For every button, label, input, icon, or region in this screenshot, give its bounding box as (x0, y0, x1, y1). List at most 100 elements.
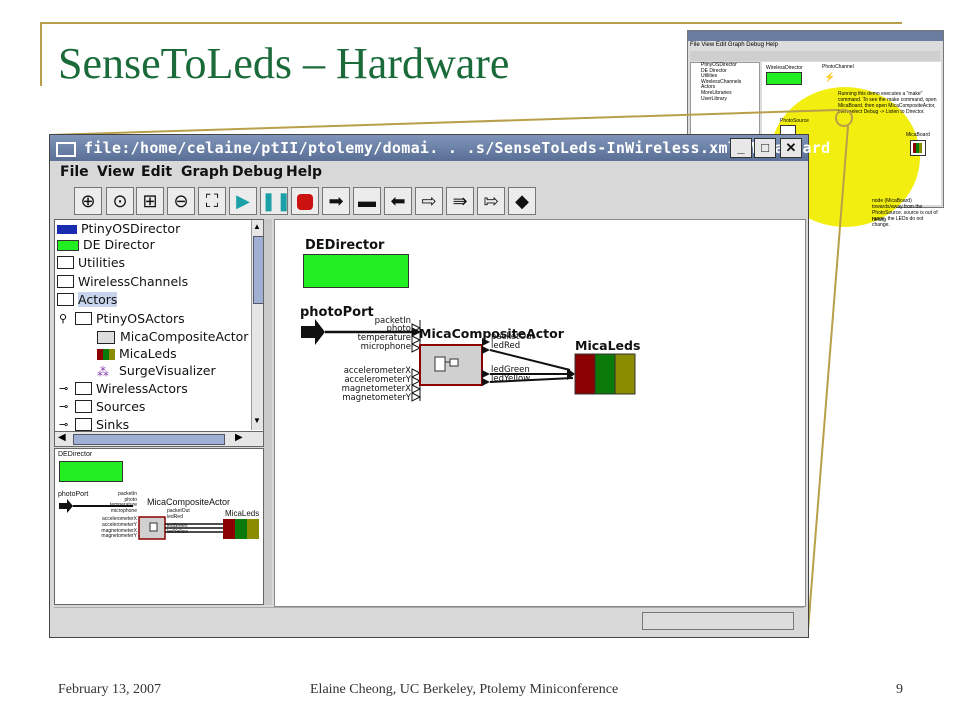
tree-item-label: Sources (96, 399, 146, 414)
thumbnail-titlebar (688, 31, 943, 41)
de-director-icon (57, 240, 79, 251)
run-icon[interactable]: ▶ (229, 187, 257, 215)
menu-view[interactable]: View (97, 164, 135, 180)
overview-port-label: temperature (110, 502, 137, 509)
overview-port-label: accelerometerY (101, 521, 137, 528)
diamond-icon[interactable]: ◆ (508, 187, 536, 215)
overview-port-label: ledYellow (167, 528, 188, 535)
close-button[interactable]: ✕ (780, 138, 802, 158)
scroll-left-icon[interactable]: ◀ (58, 432, 66, 443)
thumbnail-toolbar (690, 51, 940, 61)
overview-input-ports: packetIn photo temperature microphone ac… (99, 491, 137, 540)
minimize-button[interactable]: _ (730, 138, 752, 158)
split-pane-divider[interactable] (264, 219, 272, 605)
full-screen-icon[interactable]: ⛶ (198, 187, 226, 215)
tree-item-label: MicaLeds (119, 346, 177, 361)
zoom-out-icon[interactable]: ⊖ (167, 187, 195, 215)
composite-actor-icon (97, 331, 115, 344)
collapsed-icon[interactable]: ⊸ (59, 419, 69, 431)
thumbnail-channel-label: PhotoChannel (822, 64, 854, 70)
thumbnail-tree-item: DE Director (701, 67, 727, 74)
expanded-icon[interactable]: ⚲ (59, 313, 68, 325)
overview-port-label: microphone (110, 507, 137, 514)
zoom-fit-icon[interactable]: ⊞ (136, 187, 164, 215)
tree-item-sources[interactable]: Sources (75, 399, 145, 414)
zoom-in-icon[interactable]: ⊕ (74, 187, 102, 215)
menu-graph[interactable]: Graph (181, 164, 229, 180)
tree-item-mica-leds[interactable]: MicaLeds (97, 346, 177, 361)
scroll-right-icon[interactable]: ▶ (235, 432, 243, 443)
overview-output-ports: packetOut ledRed ledGreen ledYellow (167, 508, 190, 535)
port-packetin-label: packetIn (374, 316, 411, 326)
scroll-up-icon[interactable]: ▲ (253, 222, 261, 231)
double-hollow-arrow-icon[interactable]: ⇛ (446, 187, 474, 215)
menu-debug[interactable]: Debug (232, 164, 284, 180)
status-field (642, 612, 794, 630)
tree-item-surge-visualizer[interactable]: ⁂SurgeVisualizer (97, 363, 216, 379)
stop-icon[interactable] (291, 187, 319, 215)
port-accelerometerx-label: accelerometerX (343, 366, 411, 376)
port-ledred-label: ledRed (491, 341, 521, 351)
window-title: file:/home/celaine/ptII/ptolemy/domai. .… (84, 139, 831, 157)
tree-item-ptinyos-actors[interactable]: PtinyOSActors (75, 311, 185, 326)
page-number: 9 (896, 682, 903, 697)
overview-port-label: packetIn (118, 491, 137, 497)
thumbnail-director-label: WirelessDirector (766, 65, 803, 71)
leds-icon (97, 349, 115, 360)
maximize-button[interactable]: □ (754, 138, 776, 158)
arrow-fat-icon[interactable]: ⬅ (384, 187, 412, 215)
de-director-block[interactable] (303, 254, 409, 288)
window-titlebar[interactable]: file:/home/celaine/ptII/ptolemy/domai. .… (50, 135, 830, 161)
tree-item-de-director[interactable]: DE Director (57, 237, 155, 252)
flag-icon[interactable]: ▬ (353, 187, 381, 215)
folder-icon (75, 312, 92, 325)
window-icon (56, 142, 76, 157)
collapsed-icon[interactable]: ⊸ (59, 383, 69, 395)
port-temperature-label: temperature (357, 333, 411, 343)
hollow-arrow-icon[interactable]: ⇨ (415, 187, 443, 215)
tree-item-wireless-actors[interactable]: WirelessActors (75, 381, 188, 396)
tree-item-sinks[interactable]: Sinks (75, 417, 129, 432)
scroll-down-icon[interactable]: ▼ (253, 416, 261, 425)
tree-item-ptinyos-director[interactable]: PtinyOSDirector (57, 221, 180, 236)
tree-vertical-scrollbar[interactable]: ▲ ▼ (251, 220, 263, 430)
port-ledgreen-label: ledGreen (491, 365, 530, 375)
port-accelerometery-label: accelerometerY (344, 375, 411, 385)
overview-panel[interactable]: DEDirector photoPort MicaCompositeActor … (54, 448, 264, 605)
overview-photoport-label: photoPort (58, 491, 89, 498)
tree-item-utilities[interactable]: Utilities (57, 255, 125, 270)
tree-item-label: Utilities (78, 255, 126, 270)
folder-icon (57, 293, 74, 306)
graph-canvas[interactable]: DEDirector photoPort (274, 219, 806, 607)
menu-help[interactable]: Help (286, 164, 323, 180)
ptinyos-director-icon (57, 225, 77, 234)
collapsed-icon[interactable]: ⊸ (59, 401, 69, 413)
folder-icon (57, 256, 74, 269)
overview-diagram (59, 499, 259, 540)
tree-item-label: DE Director (83, 237, 155, 252)
scroll-thumb[interactable] (73, 434, 225, 445)
footer-credit: Elaine Cheong, UC Berkeley, Ptolemy Mini… (310, 682, 619, 697)
pause-icon[interactable]: ❚❚ (260, 187, 291, 215)
tree-item-wireless-channels[interactable]: WirelessChannels (57, 274, 188, 289)
tree-item-mica-composite-actor[interactable]: MicaCompositeActor (97, 329, 248, 344)
menu-edit[interactable]: Edit (141, 164, 173, 180)
hollow-arrow-right-icon[interactable]: ⇰ (477, 187, 505, 215)
overview-port-label: ledGreen (167, 523, 188, 530)
tree-item-label: Sinks (96, 417, 130, 432)
menu-file[interactable]: File (60, 164, 89, 180)
tree-horizontal-scrollbar[interactable]: ◀ ▶ (54, 431, 264, 447)
tree-item-actors[interactable]: Actors (57, 292, 118, 307)
status-bar (54, 607, 804, 634)
thumbnail-tree-item: PtinyOSDirector (701, 62, 737, 68)
folder-icon (75, 400, 92, 413)
visualizer-icon: ⁂ (97, 364, 109, 379)
thumbnail-menu: File View Edit Graph Debug Help (690, 42, 778, 48)
scroll-thumb[interactable] (253, 236, 263, 304)
thumbnail-tree-item: Actors (701, 84, 716, 91)
port-magnetometery-label: magnetometerY (342, 393, 411, 403)
step-arrow-icon[interactable]: ➡ (322, 187, 350, 215)
title-rule-left (40, 22, 42, 86)
zoom-reset-icon[interactable]: ⊙ (106, 187, 134, 215)
